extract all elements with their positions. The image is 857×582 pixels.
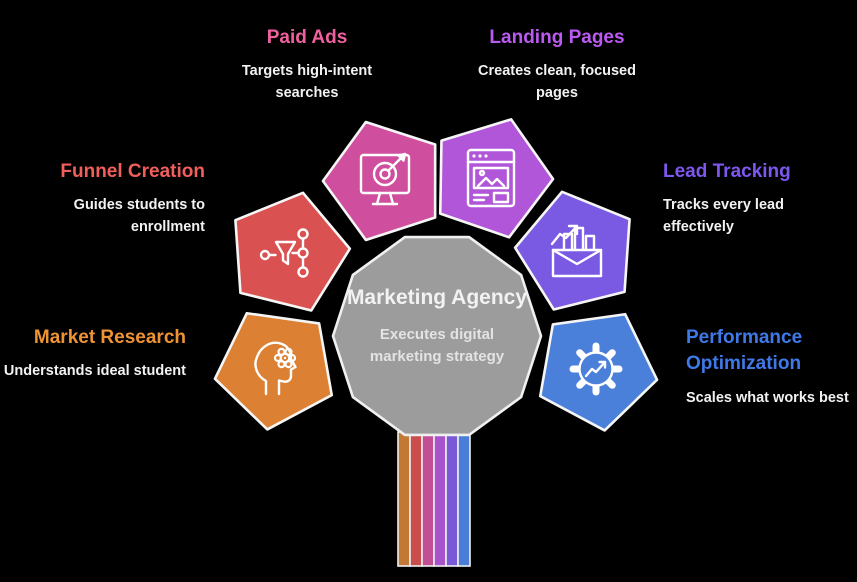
trunk [397,431,471,567]
label-lead-tracking: Lead Tracking Tracks every lead effectiv… [663,160,813,238]
node-title: Paid Ads [266,27,348,48]
label-funnel-creation: Funnel Creation Guides students to enrol… [13,160,205,238]
node-title: Lead Tracking [663,161,791,182]
label-market-research: Market Research Understands ideal studen… [0,326,186,382]
node-title: Market Research [33,327,186,348]
trunk-stripe [397,431,411,567]
gear-chart-icon [569,342,623,396]
funnel-split-icon [259,228,309,278]
node-title: Landing Pages [489,27,625,48]
node-description: Tracks every lead effectively [663,197,784,235]
monitor-target-icon [359,152,411,206]
pentagon-funnel-creation [234,191,352,312]
trunk-stripe [421,431,435,567]
trunk-stripe [445,431,459,567]
node-description: Scales what works best [686,390,849,406]
pentagon-market-research [213,311,334,431]
browser-image-icon [466,148,516,208]
label-paid-ads: Paid Ads Targets high-intent searches [197,26,417,104]
node-description: Understands ideal student [3,363,186,379]
pentagon-paid-ads [321,120,437,242]
node-title: Funnel Creation [60,161,205,182]
node-description: Targets high-intent searches [241,63,373,101]
trunk-stripe [457,431,471,567]
trunk-stripe [409,431,423,567]
head-gear-icon [254,341,297,396]
node-description: Creates clean, focused pages [478,63,636,101]
center-subtitle: Executes digital marketing strategy [369,326,505,365]
mail-chart-icon [550,224,603,278]
center-decagon [331,235,543,437]
center-label: Marketing Agency Executes digital market… [332,284,542,368]
node-description: Guides students to enrollment [73,197,205,235]
node-title: Performance Optimization [686,327,803,374]
center-title: Marketing Agency [346,286,528,309]
trunk-stripe [433,431,447,567]
label-landing-pages: Landing Pages Creates clean, focused pag… [447,26,667,104]
label-performance-optimization: Performance Optimization Scales what wor… [686,325,849,409]
